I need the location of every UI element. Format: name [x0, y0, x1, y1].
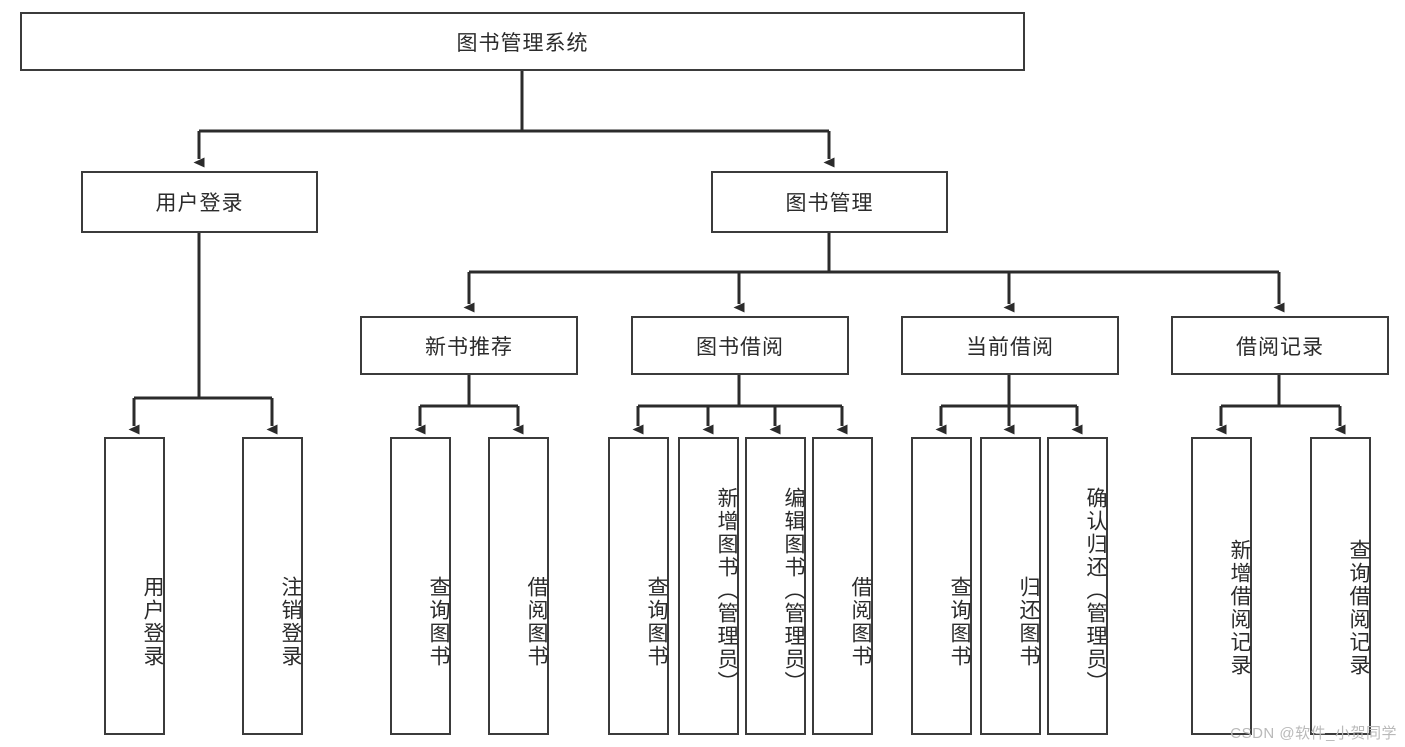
leaf-new-book-borrow[interactable]: 借阅图书 [488, 437, 549, 735]
leaf-current-borrow-query[interactable]: 查询图书 [911, 437, 972, 735]
leaf-borrow-record-add[interactable]: 新增借阅记录 [1191, 437, 1252, 735]
node-user-login[interactable]: 用户登录 [81, 171, 318, 233]
node-book-borrow-label: 图书借阅 [696, 335, 784, 359]
node-current-borrow[interactable]: 当前借阅 [901, 316, 1119, 375]
leaf-book-borrow-add-label: 新增图书（管理员） [715, 486, 738, 694]
leaf-borrow-record-query[interactable]: 查询借阅记录 [1310, 437, 1371, 735]
leaf-book-borrow-edit-label: 编辑图书（管理员） [782, 486, 805, 694]
leaf-borrow-record-add-label: 新增借阅记录 [1228, 539, 1251, 677]
node-new-book-recommend-label: 新书推荐 [425, 335, 513, 359]
node-root-label: 图书管理系统 [456, 31, 589, 55]
node-user-login-label: 用户登录 [155, 192, 244, 215]
leaf-new-book-query-label: 查询图书 [427, 576, 450, 668]
leaf-current-borrow-query-label: 查询图书 [948, 576, 971, 668]
leaf-current-borrow-return-label: 归还图书 [1017, 576, 1040, 668]
node-book-borrow[interactable]: 图书借阅 [631, 316, 849, 375]
node-book-management-label: 图书管理 [785, 192, 874, 215]
leaf-book-borrow-query[interactable]: 查询图书 [608, 437, 669, 735]
leaf-book-borrow-add[interactable]: 新增图书（管理员） [678, 437, 739, 735]
node-current-borrow-label: 当前借阅 [966, 335, 1054, 359]
node-borrow-record[interactable]: 借阅记录 [1171, 316, 1389, 375]
leaf-borrow-record-query-label: 查询借阅记录 [1347, 539, 1370, 677]
leaf-user-login-signout-label: 注销登录 [279, 576, 302, 668]
leaf-new-book-borrow-label: 借阅图书 [525, 576, 548, 668]
leaf-book-borrow-borrow-label: 借阅图书 [849, 576, 872, 668]
leaf-book-borrow-query-label: 查询图书 [645, 576, 668, 668]
leaf-book-borrow-edit[interactable]: 编辑图书（管理员） [745, 437, 806, 735]
watermark: CSDN @软件_小贺同学 [1230, 725, 1397, 742]
node-root[interactable]: 图书管理系统 [20, 12, 1025, 71]
leaf-current-borrow-return[interactable]: 归还图书 [980, 437, 1041, 735]
leaf-current-borrow-confirm[interactable]: 确认归还（管理员） [1047, 437, 1108, 735]
leaf-current-borrow-confirm-label: 确认归还（管理员） [1084, 486, 1107, 694]
node-new-book-recommend[interactable]: 新书推荐 [360, 316, 578, 375]
leaf-user-login-signin-label: 用户登录 [141, 576, 164, 668]
leaf-user-login-signin[interactable]: 用户登录 [104, 437, 165, 735]
node-borrow-record-label: 借阅记录 [1236, 335, 1324, 359]
node-book-management[interactable]: 图书管理 [711, 171, 948, 233]
leaf-new-book-query[interactable]: 查询图书 [390, 437, 451, 735]
leaf-user-login-signout[interactable]: 注销登录 [242, 437, 303, 735]
leaf-book-borrow-borrow[interactable]: 借阅图书 [812, 437, 873, 735]
